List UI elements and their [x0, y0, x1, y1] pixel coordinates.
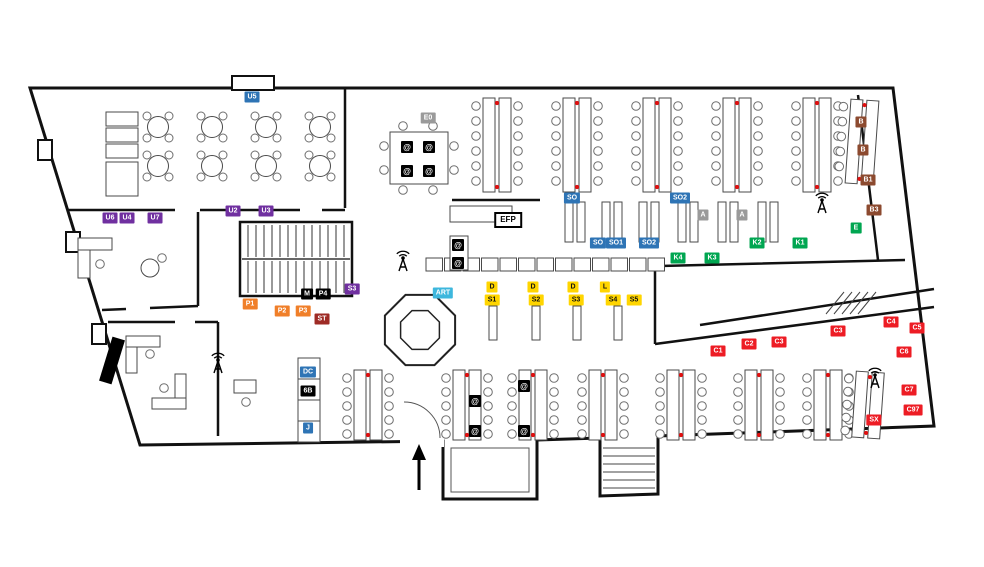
zone-badge-e0: E0 [420, 112, 436, 124]
zone-badge-u4: U4 [119, 212, 135, 224]
wifi-antenna-icon [393, 250, 413, 272]
zone-badge-c4: C4 [883, 316, 899, 328]
round-table [304, 111, 336, 143]
zone-badge-c5: C5 [909, 322, 925, 334]
zone-badge-c6: C6 [896, 346, 912, 358]
computer-terminal-icon: @ [401, 165, 413, 177]
zone-badge-u7: U7 [147, 212, 163, 224]
zone-badge-p4: P4 [315, 288, 331, 300]
zone-badge-so2: SO2 [669, 192, 691, 204]
zone-badge-art: ART [432, 287, 454, 299]
zone-badge-sx: SX [866, 414, 882, 426]
zone-badge-e: E [850, 222, 862, 234]
zone-badge-so: SO [563, 192, 581, 204]
zone-badge-so1: SO1 [605, 237, 627, 249]
wall-pilaster [91, 323, 107, 345]
zone-badge-p3: P3 [295, 305, 311, 317]
zone-badge-d: D [527, 281, 539, 293]
zone-badge-d: D [567, 281, 579, 293]
zone-badge-c7: C7 [901, 384, 917, 396]
zone-badge-c3: C3 [771, 336, 787, 348]
zone-badge-k2: K2 [749, 237, 765, 249]
entrance-arrow-icon [410, 444, 428, 492]
zone-badge-b1: B1 [860, 174, 876, 186]
zone-badge-k3: K3 [704, 252, 720, 264]
desk-bench [655, 369, 707, 441]
zone-badge-s5: S5 [626, 294, 642, 306]
computer-terminal-icon: @ [469, 425, 481, 437]
zone-badge-d: D [486, 281, 498, 293]
zone-badge-a: A [697, 209, 709, 221]
efp-label: EFP [494, 212, 522, 228]
computer-terminal-icon: @ [518, 380, 530, 392]
round-table [304, 150, 336, 182]
zone-badge-b: B [855, 116, 867, 128]
zone-badge-u3: U3 [258, 205, 274, 217]
computer-terminal-icon: @ [469, 395, 481, 407]
desk-bench [631, 97, 683, 193]
desk-bench [551, 97, 603, 193]
zone-badge-u5: U5 [244, 91, 260, 103]
zone-badge-so: SO [589, 237, 607, 249]
round-table [196, 111, 228, 143]
zone-badge-dc: DC [299, 366, 317, 378]
computer-terminal-icon: @ [452, 239, 464, 251]
zone-badge-j: J [303, 422, 313, 434]
zone-badge-s4: S4 [605, 294, 621, 306]
wall-sign [99, 336, 125, 385]
zone-badge-s1: S1 [484, 294, 500, 306]
desk-bench [733, 369, 785, 441]
zone-badge-s2: S2 [528, 294, 544, 306]
zone-badge-u6: U6 [102, 212, 118, 224]
zone-badge-c2: C2 [741, 338, 757, 350]
zone-badge-b3: B3 [866, 204, 882, 216]
zone-badge-k1: K1 [792, 237, 808, 249]
round-table [250, 111, 282, 143]
zone-badge-st: ST [314, 313, 330, 325]
zone-badge-b: B [857, 144, 869, 156]
computer-terminal-icon: @ [518, 425, 530, 437]
zone-badge-u2: U2 [225, 205, 241, 217]
top-recess [231, 75, 275, 91]
zone-badge-p2: P2 [274, 305, 290, 317]
zone-badge-so2: SO2 [638, 237, 660, 249]
furniture-layer [77, 97, 885, 493]
wifi-antenna-icon [865, 367, 885, 389]
computer-terminal-icon: @ [423, 165, 435, 177]
interior-walls [68, 88, 935, 436]
desk-bench [471, 97, 523, 193]
wifi-antenna-icon [208, 352, 228, 374]
zone-badge-6b: 6B [300, 385, 316, 397]
computer-terminal-icon: @ [401, 141, 413, 153]
computer-terminal-icon: @ [452, 257, 464, 269]
zone-badge-s3: S3 [344, 283, 360, 295]
entrance-door-arc [403, 401, 441, 439]
desk-bench [711, 97, 763, 193]
zone-badge-c97: C97 [903, 404, 923, 416]
zone-badge-a: A [736, 209, 748, 221]
round-table [196, 150, 228, 182]
stair-treads [242, 225, 877, 489]
zone-badge-c1: C1 [710, 345, 726, 357]
entrance-gap [400, 435, 444, 447]
wifi-antenna-icon [812, 192, 832, 214]
round-table [250, 150, 282, 182]
zone-badge-m: M [301, 288, 313, 300]
zone-badge-c3: C3 [830, 325, 846, 337]
round-table [142, 111, 174, 143]
computer-terminal-icon: @ [423, 141, 435, 153]
round-table [142, 150, 174, 182]
zone-badge-k4: K4 [670, 252, 686, 264]
zone-badge-p1: P1 [242, 298, 258, 310]
zone-badge-l: L [599, 281, 611, 293]
zone-badge-s3: S3 [568, 294, 584, 306]
desk-bench [342, 369, 394, 441]
desk-bench [577, 369, 629, 441]
wall-pilaster [37, 139, 53, 161]
